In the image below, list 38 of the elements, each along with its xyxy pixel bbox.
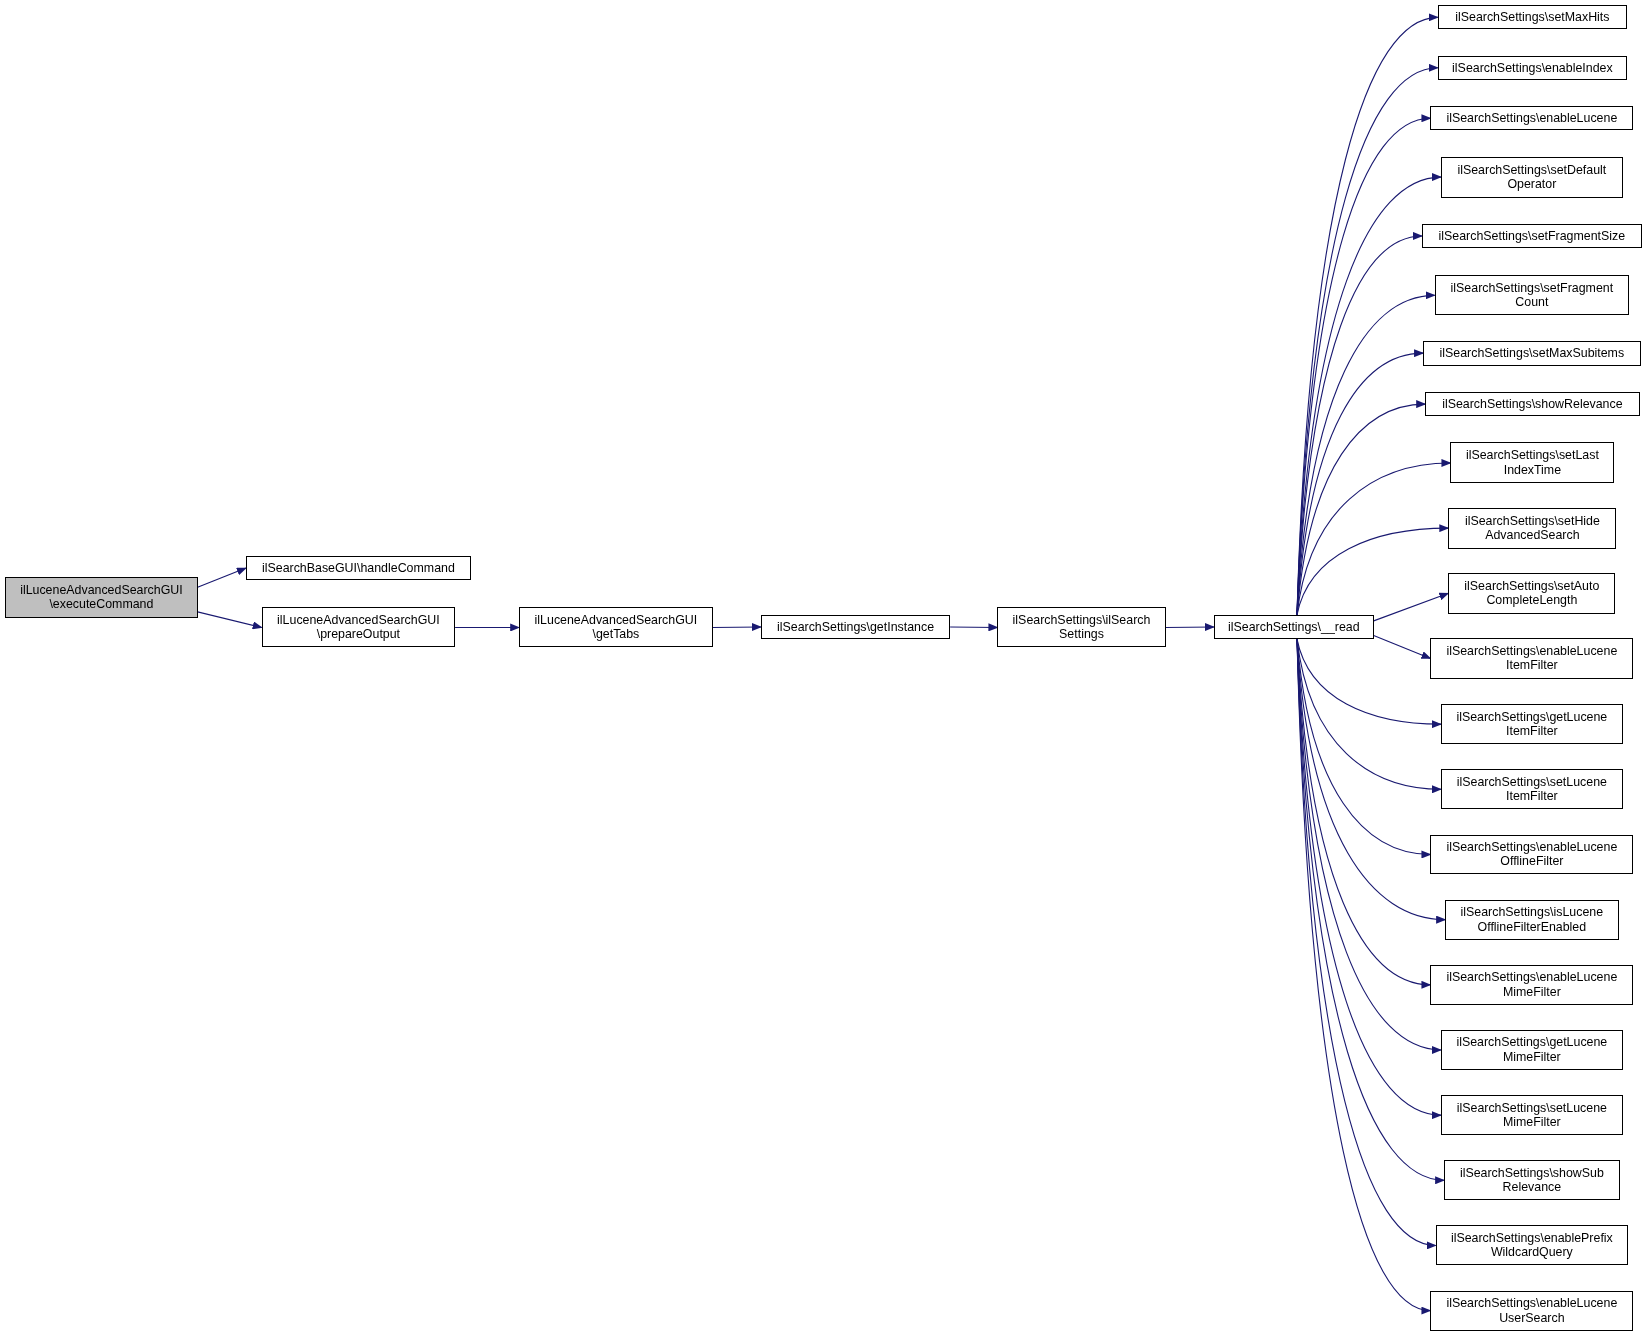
function-box: ilSearchSettings\setLucene ItemFilter <box>1440 769 1623 810</box>
function-box: ilSearchSettings\isLucene OfflineFilterEnabled <box>1445 899 1619 940</box>
call-arrow <box>712 623 762 632</box>
function-box: ilSearchSettings\showSub Relevance <box>1444 1160 1620 1201</box>
function-box: ilSearchSettings\ilSearch Settings <box>997 607 1166 648</box>
function-box: ilSearchSettings\setHide AdvancedSearch <box>1448 507 1617 549</box>
call-arrow <box>1296 524 1450 616</box>
function-box: ilLuceneAdvancedSearchGUI \getTabs <box>519 607 713 648</box>
function-box: ilSearchSettings\setLast IndexTime <box>1450 442 1615 484</box>
function-box: ilSearchSettings\getLucene MimeFilter <box>1440 1030 1623 1070</box>
function-box: ilSearchSettings\showRelevance <box>1425 392 1640 417</box>
function-box: ilSearchSettings\enableLucene MimeFilter <box>1430 964 1634 1005</box>
function-box: ilSearchSettings\__read <box>1213 614 1374 639</box>
function-box: ilSearchSettings\setMaxHits <box>1437 5 1627 30</box>
function-box: ilSearchSettings\setDefault Operator <box>1440 156 1623 198</box>
function-box: ilSearchSettings\enableLucene ItemFilter <box>1430 637 1634 679</box>
highlighted-function-box: ilLuceneAdvancedSearchGUI \executeCommand <box>5 577 198 618</box>
function-box: ilLuceneAdvancedSearchGUI \prepareOutput <box>261 607 456 648</box>
function-box: ilSearchSettings\enableLucene UserSearch <box>1430 1290 1634 1331</box>
function-box: ilSearchSettings\setMaxSubitems <box>1423 340 1641 366</box>
function-box: ilSearchSettings\setAuto CompleteLength <box>1448 572 1616 614</box>
function-box: ilSearchSettings\enableLucene <box>1430 106 1634 131</box>
call-arrow <box>1373 634 1432 659</box>
call-arrow <box>949 623 999 632</box>
function-box: ilSearchSettings\enablePrefix WildcardQuery <box>1435 1225 1628 1266</box>
function-box: ilSearchSettings\setLucene MimeFilter <box>1440 1095 1623 1136</box>
function-box: ilSearchSettings\enableIndex <box>1437 55 1627 80</box>
function-box: ilSearchSettings\setFragmentSize <box>1422 223 1642 249</box>
call-arrow <box>1373 592 1450 622</box>
function-box: ilSearchBaseGUI\handleCommand <box>245 556 471 581</box>
call-arrow <box>1165 623 1215 632</box>
function-box: ilSearchSettings\getInstance <box>760 614 951 639</box>
call-arrow <box>197 611 263 630</box>
function-box: ilSearchSettings\enableLucene OfflineFilter <box>1430 834 1634 875</box>
function-box: ilSearchSettings\getLucene ItemFilter <box>1440 704 1623 745</box>
call-arrow <box>454 623 521 632</box>
call-arrow <box>197 567 247 588</box>
function-box: ilSearchSettings\setFragment Count <box>1434 275 1630 316</box>
